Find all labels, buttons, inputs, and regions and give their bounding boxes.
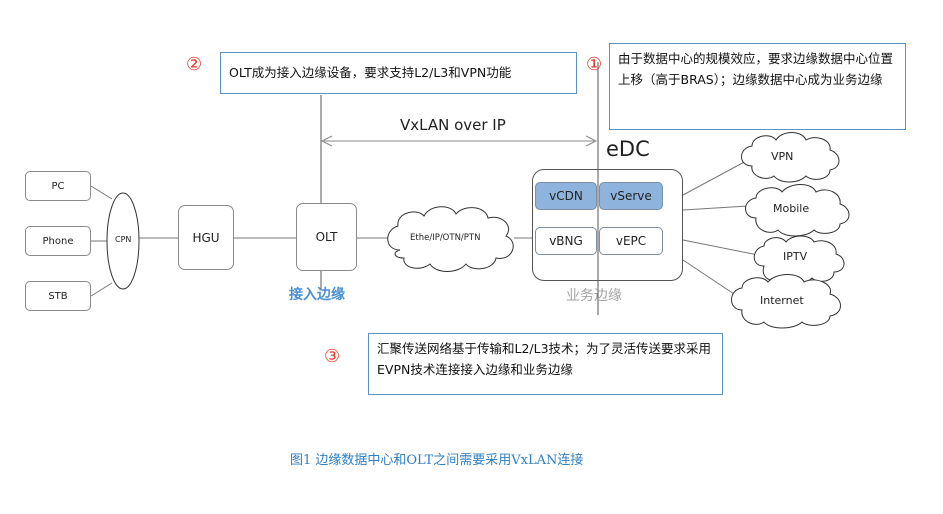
cloud-label-internet: Internet	[760, 294, 804, 307]
note-edge-datacenter: 由于数据中心的规模效应，要求边缘数据中心位置上移（高于BRAS）；边缘数据中心成…	[609, 43, 906, 130]
figure-caption: 图1 边缘数据中心和OLT之间需要采用VxLAN连接	[290, 453, 584, 468]
service-vbng: vBNG	[535, 227, 597, 255]
device-hgu: HGU	[178, 205, 234, 270]
device-phone: Phone	[25, 226, 91, 256]
transport-cloud	[387, 206, 514, 272]
service-vserve: vServe	[599, 182, 663, 210]
device-olt: OLT	[296, 203, 357, 271]
cloud-mobile	[745, 184, 850, 237]
service-vcdn: vCDN	[535, 182, 597, 210]
access-edge-label: 接入边缘	[289, 287, 345, 303]
note-olt-access-edge: OLT成为接入边缘设备，要求支持L2/L3和VPN功能	[220, 52, 577, 94]
marker-1: ①	[586, 54, 603, 75]
cloud-label-vpn: VPN	[771, 150, 794, 163]
transport-label: Ethe/IP/OTN/PTN	[410, 233, 481, 243]
edc-title: eDC	[606, 137, 650, 161]
service-edge-label: 业务边缘	[566, 288, 622, 304]
edc-container	[532, 169, 683, 281]
device-stb: STB	[25, 281, 91, 311]
cloud-vpn	[741, 132, 840, 183]
marker-2: ②	[186, 54, 203, 75]
cloud-label-mobile: Mobile	[773, 202, 810, 215]
vxlan-label: VxLAN over IP	[400, 116, 506, 134]
cloud-internet	[731, 274, 841, 329]
marker-3: ③	[324, 346, 341, 367]
cpn-label: CPN	[115, 235, 132, 244]
cloud-label-iptv: IPTV	[783, 250, 808, 263]
service-vepc: vEPC	[599, 227, 663, 255]
device-pc: PC	[25, 171, 91, 201]
cpn-ellipse	[106, 192, 140, 290]
note-transport-evpn: 汇聚传送网络基于传输和L2/L3技术；为了灵活传送要求采用EVPN技术连接接入边…	[368, 333, 723, 395]
